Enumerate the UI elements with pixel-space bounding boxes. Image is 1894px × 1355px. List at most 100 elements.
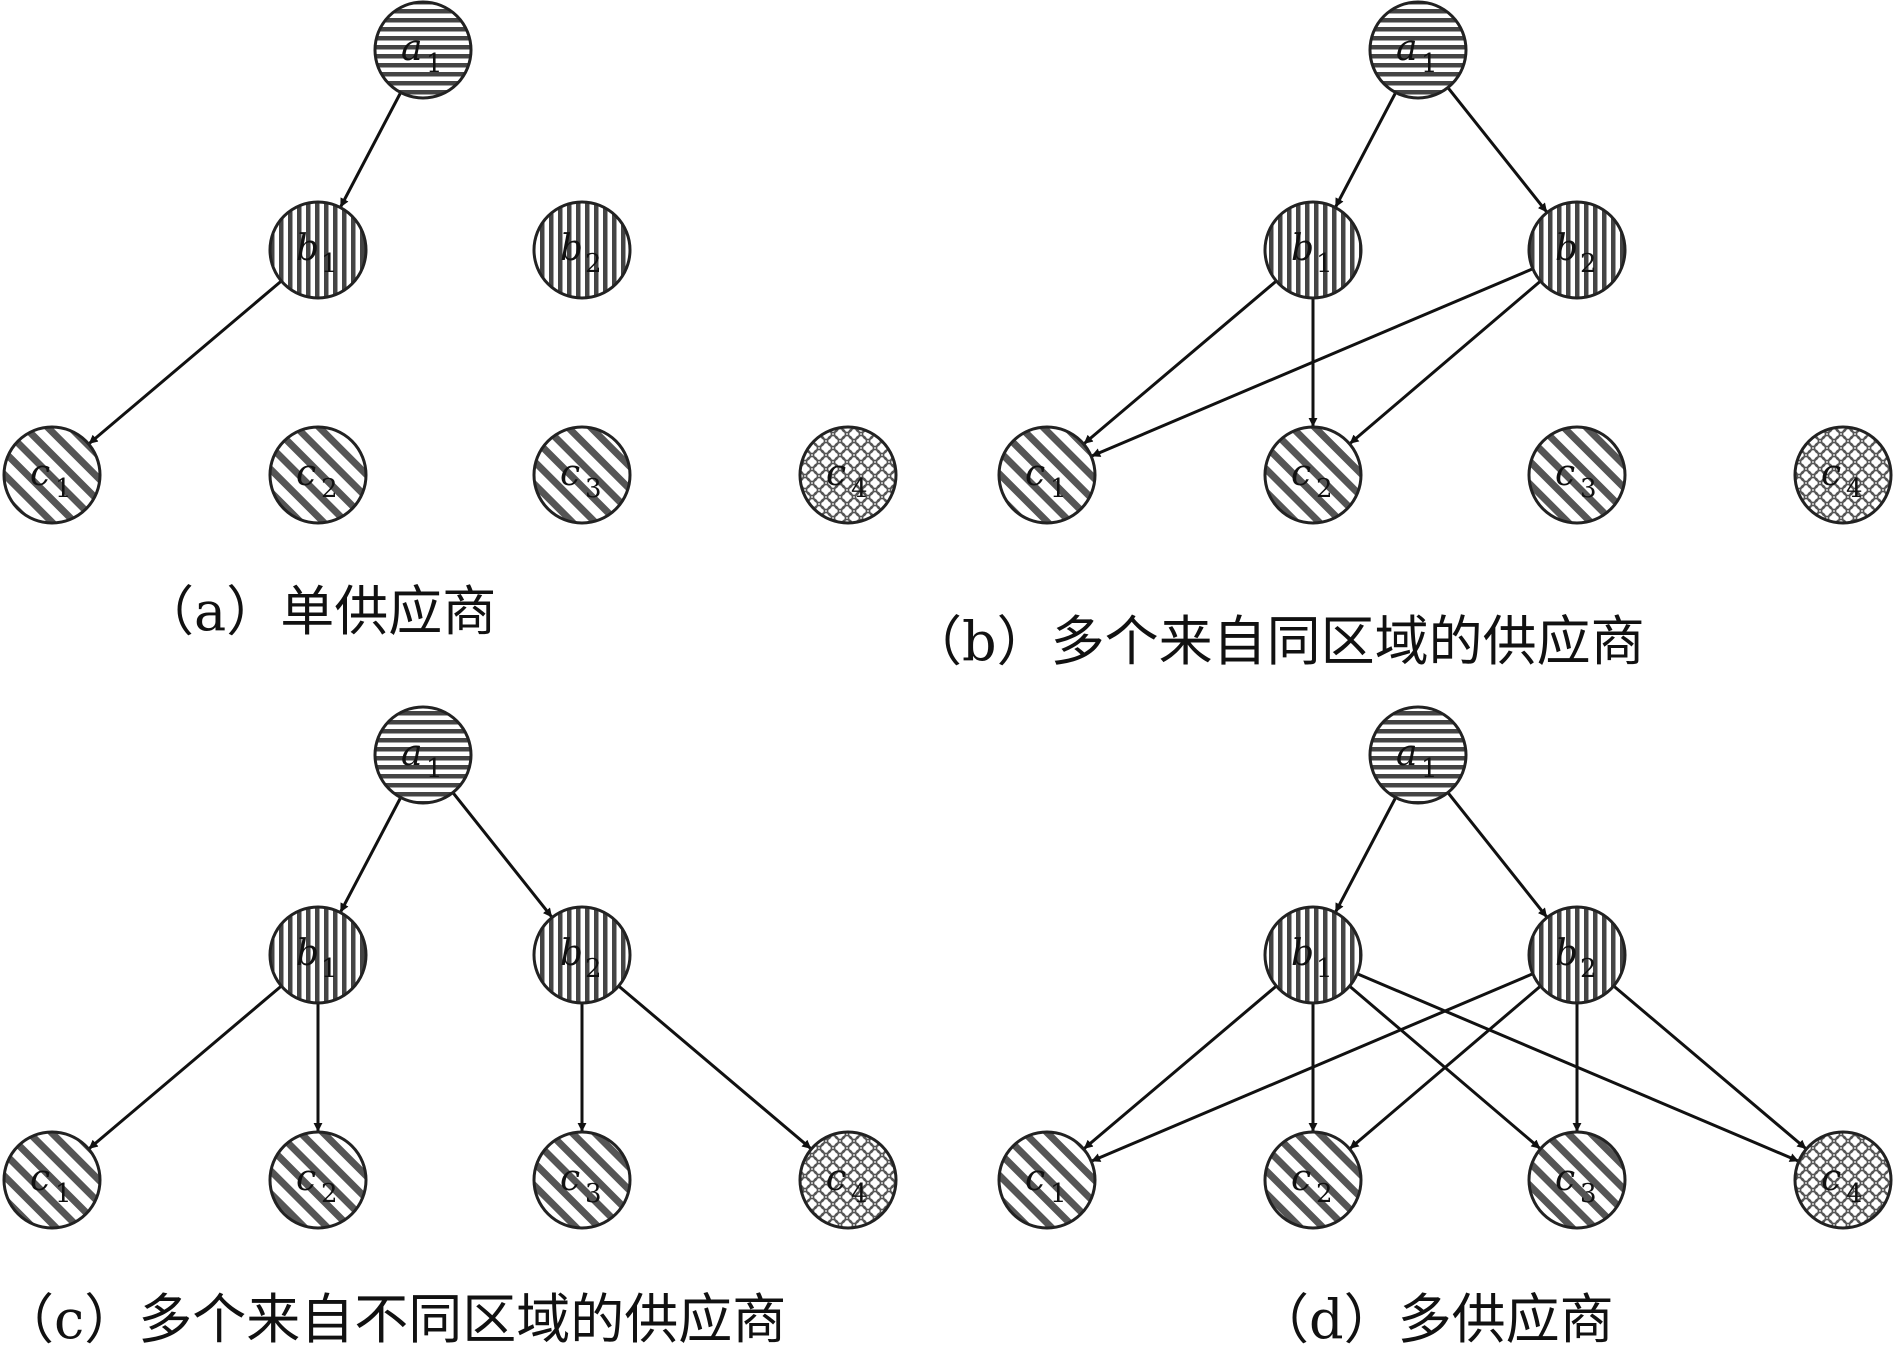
caption-c: （c）多个来自不同区域的供应商 (0, 1288, 786, 1351)
node-label: b (296, 228, 319, 269)
edge-b2-c4 (1612, 984, 1807, 1150)
node-subscript: 2 (585, 954, 602, 984)
node-label: c (296, 453, 316, 494)
node-subscript: 3 (585, 1179, 602, 1209)
edge-a1-b2 (1446, 791, 1548, 918)
node-label: c (560, 453, 580, 494)
node-label: a (401, 28, 422, 69)
node-subscript: 2 (1316, 474, 1333, 504)
node-circle (532, 425, 632, 525)
node-circle (532, 905, 632, 1005)
node-subscript: 1 (55, 474, 72, 504)
edge-a1-b1 (339, 91, 403, 208)
node-circle (1263, 905, 1363, 1005)
node-circle (997, 425, 1097, 525)
node-label: b (1555, 933, 1578, 974)
node-label: c (1555, 453, 1575, 494)
node-label: a (1396, 28, 1417, 69)
node-circle (268, 1130, 368, 1230)
node-label: b (1291, 933, 1314, 974)
edge-a1-b1 (339, 796, 403, 913)
node-circle (1793, 425, 1893, 525)
node-subscript: 1 (426, 754, 443, 784)
node-subscript: 1 (55, 1179, 72, 1209)
node-circle (1368, 0, 1468, 100)
node-subscript: 1 (1421, 754, 1438, 784)
node-label: c (1025, 453, 1045, 494)
node-label: c (30, 1158, 50, 1199)
node-label: c (1821, 1158, 1841, 1199)
node-circle (1263, 425, 1363, 525)
node-circle (1527, 200, 1627, 300)
node-subscript: 4 (1846, 1179, 1863, 1209)
node-circle (1368, 705, 1468, 805)
node-label: b (296, 933, 319, 974)
edge-b1-c1 (1083, 279, 1278, 445)
node-subscript: 2 (1580, 954, 1597, 984)
node-circle (1527, 425, 1627, 525)
node-subscript: 1 (321, 249, 338, 279)
node-label: c (1555, 1158, 1575, 1199)
edge-b2-c4 (617, 984, 812, 1150)
node-subscript: 1 (1316, 249, 1333, 279)
node-circle (1263, 200, 1363, 300)
node-circle (532, 1130, 632, 1230)
node-circle (268, 425, 368, 525)
node-label: a (1396, 733, 1417, 774)
node-subscript: 4 (851, 474, 868, 504)
node-circle (2, 1130, 102, 1230)
node-circle (373, 705, 473, 805)
edge-b1-c1 (88, 279, 283, 445)
node-label: c (30, 453, 50, 494)
node-circle (1793, 1130, 1893, 1230)
node-subscript: 1 (321, 954, 338, 984)
node-subscript: 4 (1846, 474, 1863, 504)
node-label: b (560, 933, 583, 974)
node-circle (1527, 905, 1627, 1005)
node-label: c (1821, 453, 1841, 494)
node-label: c (1291, 453, 1311, 494)
node-subscript: 4 (851, 1179, 868, 1209)
node-label: c (1291, 1158, 1311, 1199)
edge-a1-b2 (451, 791, 553, 918)
node-circle (268, 905, 368, 1005)
edge-a1-b1 (1334, 91, 1398, 208)
node-circle (798, 425, 898, 525)
node-label: c (826, 453, 846, 494)
node-subscript: 1 (1316, 954, 1333, 984)
node-circle (1527, 1130, 1627, 1230)
node-subscript: 1 (1050, 1179, 1067, 1209)
edge-b1-c1 (1083, 984, 1278, 1150)
node-circle (268, 200, 368, 300)
node-subscript: 2 (321, 1179, 338, 1209)
node-circle (2, 425, 102, 525)
node-label: b (560, 228, 583, 269)
node-label: c (560, 1158, 580, 1199)
edge-b2-c1 (1091, 972, 1534, 1163)
